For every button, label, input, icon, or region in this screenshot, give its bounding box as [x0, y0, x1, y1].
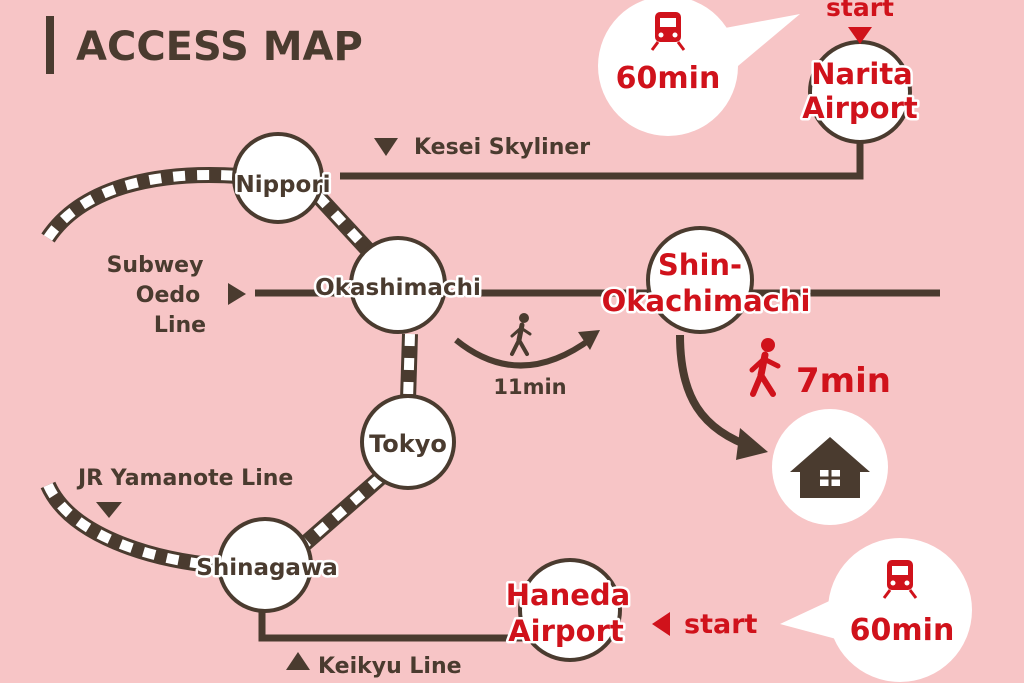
title-bar: [46, 16, 54, 74]
yamanote-line: [40, 166, 418, 574]
walk-transfer-arrow: [454, 335, 594, 369]
haneda-travel-time: 60min: [850, 613, 955, 648]
station-circle-haneda: [518, 558, 622, 662]
walk-home-arrow: [676, 334, 757, 452]
station-narita-line1: Narita: [811, 57, 913, 91]
train-icon: [882, 560, 918, 599]
start-label-narita: start: [826, 0, 894, 22]
station-shin-okachimachi-line1: Shin-: [658, 248, 742, 282]
start-arrow-narita: [848, 27, 872, 44]
house-icon: [790, 437, 870, 498]
station-narita-line2: Airport: [802, 91, 918, 125]
train-icon: [650, 12, 686, 51]
start-label-haneda: start: [684, 609, 758, 640]
station-haneda-line2: Airport: [508, 614, 624, 648]
yamanote-direction-arrow: [96, 502, 122, 518]
line-kesei-skyliner: Kesei Skyliner: [414, 135, 590, 160]
station-shin-okachimachi-line2: Okachimachi: [602, 284, 811, 318]
station-circle-shin-okachimachi: [646, 226, 754, 334]
keikyu-line: [258, 600, 545, 642]
station-circle-okashimachi: [349, 236, 447, 334]
page-title: ACCESS MAP: [76, 24, 363, 70]
kesei-skyliner-line: [340, 140, 864, 180]
line-oedo-3: Line: [154, 313, 206, 338]
oedo-direction-arrow: [228, 283, 246, 305]
narita-time-bubble: 60min: [598, 0, 800, 136]
line-oedo-2: Oedo: [136, 283, 201, 308]
station-haneda-line1: Haneda: [506, 578, 630, 612]
kesei-direction-arrow: [374, 138, 398, 156]
walking-person-icon: [510, 313, 532, 356]
narita-travel-time: 60min: [616, 61, 721, 96]
keikyu-direction-arrow: [286, 652, 310, 670]
station-nippori: Nippori: [235, 172, 330, 198]
line-keikyu: Keikyu Line: [318, 654, 462, 679]
station-circle-shinagawa: [217, 517, 313, 613]
line-jr-yamanote: JR Yamanote Line: [76, 466, 293, 491]
walk-home-time: 7min: [796, 361, 891, 401]
walking-person-icon: [749, 338, 781, 397]
station-circle-tokyo: [360, 394, 456, 490]
station-shinagawa: Shinagawa: [196, 555, 337, 581]
haneda-time-bubble: 60min: [780, 538, 972, 682]
line-oedo-1: Subwey: [107, 253, 204, 278]
start-arrow-haneda: [652, 612, 670, 636]
station-tokyo: Tokyo: [369, 430, 447, 458]
station-circle-nippori: [232, 132, 324, 224]
station-okashimachi: Okashimachi: [315, 275, 481, 301]
walk-transfer-time: 11min: [493, 375, 566, 399]
